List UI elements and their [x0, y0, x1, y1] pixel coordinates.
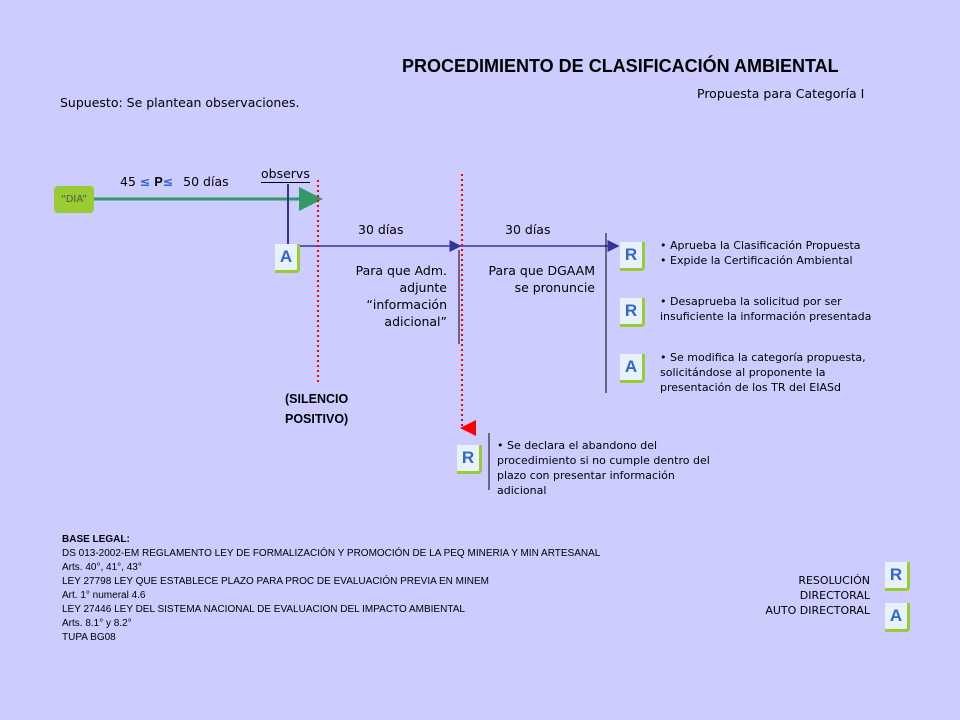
plazo-max: 50 días: [183, 174, 229, 189]
legend-line: RESOLUCIÓN: [798, 574, 870, 587]
box-letter: A: [279, 247, 293, 266]
box-letter: R: [624, 245, 638, 264]
bullet-line: procedimiento si no cumple dentro del: [497, 454, 710, 467]
silencio-line: POSITIVO): [285, 412, 349, 426]
subtitle-text: Propuesta para Categoría I: [697, 86, 865, 101]
bullet-line: solicitándose al proponente la: [660, 366, 826, 379]
bullet-text: Se declara el abandono del: [507, 439, 658, 452]
bullet-item: • Se modifica la categoría propuesta,: [660, 351, 866, 364]
category-subtitle: Propuesta para Categoría I: [697, 86, 864, 101]
dia-label: “DIA”: [60, 194, 88, 205]
observs-label: observs: [261, 166, 310, 183]
box-r-abandono: R: [457, 445, 482, 474]
legal-line: DS 013-2002-EM REGLAMENTO LEY DE FORMALI…: [62, 548, 601, 559]
box-r-desaprueba: R: [620, 298, 645, 327]
outcome-desaprueba: • Desaprueba la solicitud por ser insufi…: [660, 294, 871, 324]
dia-box: “DIA”: [54, 186, 94, 213]
supuesto-text: Supuesto: Se plantean observaciones.: [60, 95, 300, 110]
tramo2-line: Para que DGAAM: [488, 263, 595, 278]
plazo-min: 45: [120, 174, 136, 189]
bullet-text: Aprueba la Clasificación Propuesta: [670, 239, 861, 252]
legal-line: Arts. 40°, 41°, 43°: [62, 562, 142, 573]
box-a-modifica: A: [620, 354, 645, 383]
tramo2-description: Para que DGAAM se pronuncie: [489, 262, 595, 296]
bullet-item: • Desaprueba la solicitud por ser: [660, 295, 842, 308]
plazo-p: P: [154, 175, 163, 189]
legend-line: AUTO DIRECTORAL: [765, 604, 870, 617]
tramo1-line: adjunte: [399, 280, 447, 295]
bullet-item: • Expide la Certificación Ambiental: [660, 254, 853, 267]
bullet-text: Expide la Certificación Ambiental: [670, 254, 853, 267]
tramo1-line: adicional”: [384, 314, 447, 329]
bullet-text: Se modifica la categoría propuesta,: [670, 351, 866, 364]
box-letter: A: [889, 606, 903, 625]
legal-line: LEY 27798 LEY QUE ESTABLECE PLAZO PARA P…: [62, 576, 490, 587]
box-letter: R: [461, 448, 475, 467]
box-a-admision: A: [275, 244, 300, 273]
box-r-aprueba: R: [620, 242, 645, 271]
bullet-line: presentación de los TR del EIASd: [660, 381, 841, 394]
bullet-line: insuficiente la información presentada: [660, 310, 872, 323]
bullet-item: • Aprueba la Clasificación Propuesta: [660, 239, 861, 252]
outcome-modifica: • Se modifica la categoría propuesta, so…: [660, 350, 866, 395]
tramo1-line: Para que Adm.: [355, 263, 447, 278]
legend-box-a: A: [885, 603, 910, 632]
bullet-text: Desaprueba la solicitud por ser: [670, 295, 842, 308]
box-letter: R: [624, 301, 638, 320]
base-legal: BASE LEGAL: DS 013-2002-EM REGLAMENTO LE…: [62, 533, 600, 645]
legal-line: TUPA BG08: [62, 632, 116, 643]
tramo2-dias: 30 días: [505, 222, 551, 237]
legal-line: Art. 1° numeral 4.6: [62, 590, 146, 601]
box-letter: A: [624, 357, 638, 376]
legend-box-r: R: [885, 562, 910, 591]
legal-line: LEY 27446 LEY DEL SISTEMA NACIONAL DE EV…: [62, 604, 465, 615]
outcome-abandono: • Se declara el abandono del procedimien…: [497, 438, 710, 498]
silencio-positivo: (SILENCIO POSITIVO): [285, 389, 348, 429]
page-title: PROCEDIMIENTO DE CLASIFICACIÓN AMBIENTAL: [402, 56, 839, 76]
plazo-le1: ≤: [139, 174, 151, 189]
plazo-le2: ≤: [162, 174, 174, 189]
bullet-line: adicional: [497, 484, 547, 497]
bullet-line: plazo con presentar información: [497, 469, 675, 482]
box-letter: R: [889, 565, 903, 584]
legend-text: RESOLUCIÓN DIRECTORAL AUTO DIRECTORAL: [700, 573, 870, 618]
tramo1-line: “información: [366, 297, 447, 312]
legal-line: Arts. 8.1° y 8.2°: [62, 618, 132, 629]
tramo1-description: Para que Adm. adjunte “información adici…: [356, 262, 447, 330]
plazo-label: 45 ≤ P≤ 50 días: [120, 174, 229, 189]
outcome-aprueba: • Aprueba la Clasificación Propuesta • E…: [660, 238, 861, 268]
tramo2-line: se pronuncie: [514, 280, 595, 295]
legend-line: DIRECTORAL: [799, 589, 870, 602]
tramo1-dias: 30 días: [358, 222, 404, 237]
base-legal-heading: BASE LEGAL:: [62, 534, 130, 545]
silencio-line: (SILENCIO: [285, 392, 349, 406]
bullet-item: • Se declara el abandono del: [497, 439, 658, 452]
